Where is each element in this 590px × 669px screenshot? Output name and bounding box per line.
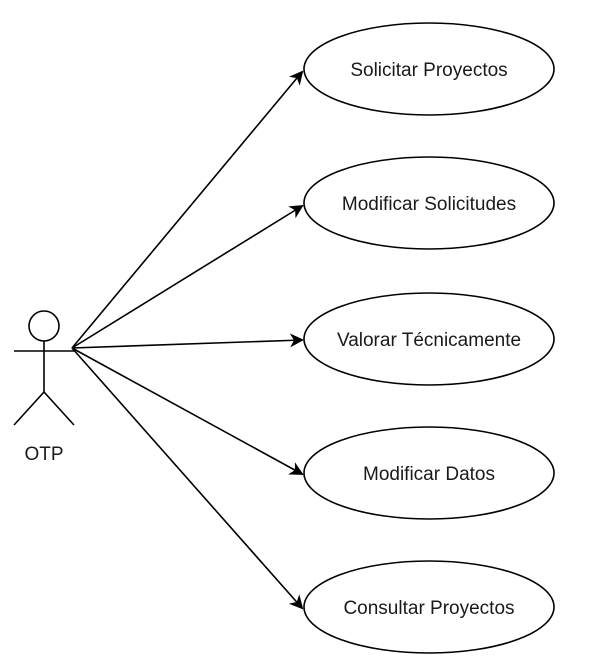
- actor-figure: OTP: [13, 310, 75, 465]
- actor-name: OTP: [24, 444, 63, 465]
- use-case-1: Solicitar Proyectos: [303, 22, 555, 116]
- use-case-label: Valorar Técnicamente: [337, 330, 521, 351]
- use-case-label: Consultar Proyectos: [343, 598, 514, 619]
- use-case-ellipse: [303, 560, 555, 654]
- use-case-ellipse: [303, 22, 555, 116]
- use-case-2: Modificar Solicitudes: [303, 156, 555, 250]
- use-case-label: Modificar Datos: [363, 464, 495, 485]
- association-line-4: [71, 347, 304, 475]
- use-case-5: Consultar Proyectos: [303, 560, 555, 654]
- association-line-5: [71, 347, 304, 610]
- actor-head: [28, 310, 60, 342]
- use-case-label: Modificar Solicitudes: [342, 194, 516, 215]
- association-line-2: [71, 204, 304, 349]
- use-case-ellipse: [303, 156, 555, 250]
- associations: [71, 70, 304, 610]
- association-line-3: [71, 333, 304, 349]
- use-case-ellipse: [303, 426, 555, 520]
- association-line-1: [71, 70, 304, 349]
- use-case-3: Valorar Técnicamente: [303, 292, 555, 386]
- use-case-4: Modificar Datos: [303, 426, 555, 520]
- actor-left-leg: [13, 391, 45, 426]
- use-case-ellipse: [303, 292, 555, 386]
- actor-right-leg: [43, 391, 75, 426]
- use-case-label: Solicitar Proyectos: [350, 60, 507, 81]
